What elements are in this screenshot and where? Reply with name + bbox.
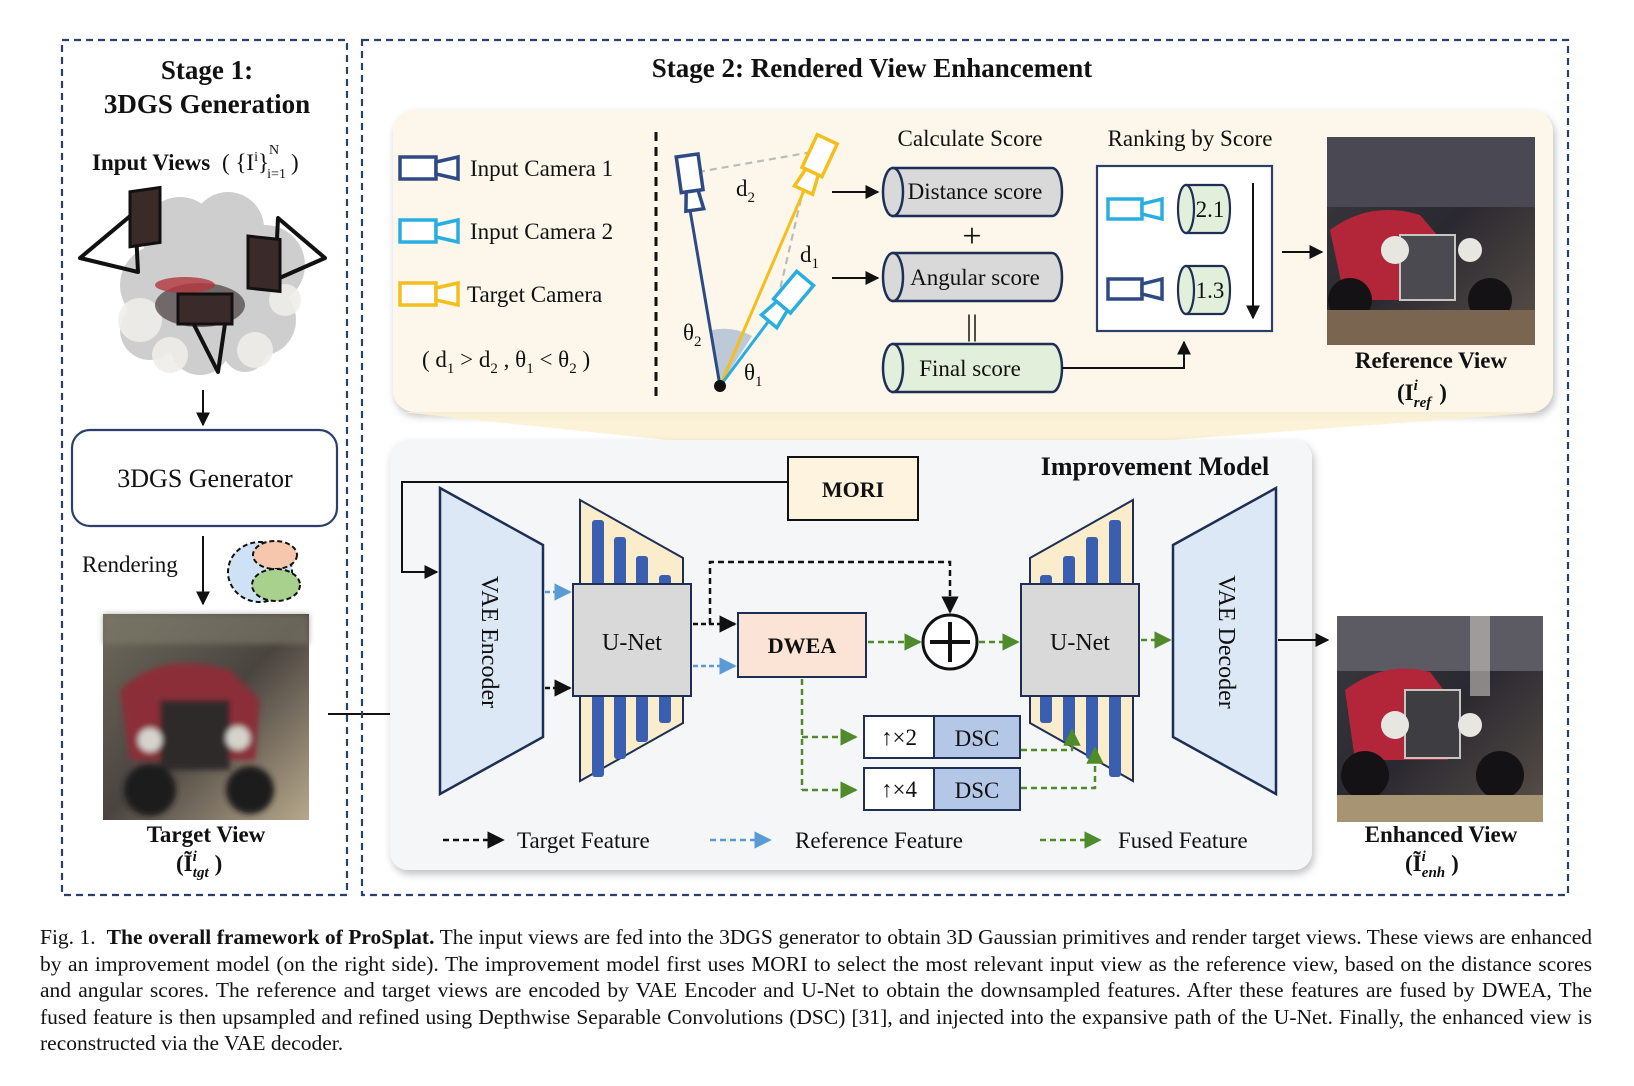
input-camera-2-icon xyxy=(398,217,460,245)
dsc2-scale-label: ↑×4 xyxy=(881,777,917,802)
dsc2-to-unet-arrow xyxy=(1021,746,1104,790)
mori-zoom-connector xyxy=(400,412,1545,455)
distance-score-label: Distance score xyxy=(908,179,1043,204)
unet-right-label: U-Net xyxy=(1050,630,1110,656)
3dgs-generator-box xyxy=(70,428,339,528)
legend-reference-feature: Reference Feature xyxy=(795,828,963,853)
stage2-title: Stage 2: Rendered View Enhancement xyxy=(652,53,1092,83)
figure-caption: Fig. 1. The overall framework of ProSpla… xyxy=(40,924,1592,1057)
rank-camera-2-icon xyxy=(1106,196,1164,222)
d2-label: d2 xyxy=(736,176,755,206)
equals-sign: || xyxy=(966,309,978,342)
dsc1-scale-label: ↑×2 xyxy=(881,725,917,750)
vae-decoder-label: VAE Decoder xyxy=(1213,575,1239,709)
input-camera-2-label: Input Camera 2 xyxy=(470,219,613,244)
legend-target-feature: Target Feature xyxy=(517,828,650,853)
stage1-frame xyxy=(60,38,349,897)
dsc1-label: DSC xyxy=(955,726,1000,751)
mori-box xyxy=(787,456,919,521)
input-camera-1-label: Input Camera 1 xyxy=(470,156,613,181)
dsc2-scale-box xyxy=(863,767,935,811)
plus-sign: + xyxy=(962,218,981,255)
rank-value-1-cylinder xyxy=(1176,183,1232,235)
stage1-title-line1: Stage 1: xyxy=(161,55,253,85)
target-view-label: Target View xyxy=(147,822,266,847)
target-camera-label: Target Camera xyxy=(467,282,602,307)
target-camera-icon xyxy=(398,280,460,308)
mori-label: MORI xyxy=(822,477,884,502)
rank-value-2: 1.3 xyxy=(1196,278,1225,303)
dwea-label: DWEA xyxy=(768,633,837,658)
theta1-label: θ1 xyxy=(744,360,763,390)
geo-target-camera xyxy=(791,132,840,197)
caption-text: The input views are fed into the 3DGS ge… xyxy=(40,925,1593,1055)
theta2-label: θ2 xyxy=(683,320,702,350)
skip-target-arrow xyxy=(708,560,959,624)
dwea-box xyxy=(737,612,867,678)
vae-encoder-block xyxy=(438,485,545,797)
caption-bold: The overall framework of ProSplat. xyxy=(106,925,435,949)
dsc1-scale-box xyxy=(863,715,935,759)
input-camera-1-icon xyxy=(398,154,460,182)
ranking-title: Ranking by Score xyxy=(1108,126,1273,151)
vae-encoder-label: VAE Encoder xyxy=(476,576,502,708)
reference-view-image xyxy=(1327,137,1535,345)
geo-input-camera-1 xyxy=(674,151,706,214)
distance-angle-condition: ( d1 > d2 , θ1 < θ2 ) xyxy=(422,347,590,377)
stage1-title-line2: 3DGS Generation xyxy=(104,89,310,119)
angular-score-label: Angular score xyxy=(910,265,1040,290)
angular-score-cylinder xyxy=(881,251,1064,303)
dsc2-label: DSC xyxy=(955,778,1000,803)
unet-left-label: U-Net xyxy=(602,630,662,656)
unet-left-box xyxy=(572,583,692,697)
improvement-model-title: Improvement Model xyxy=(1041,452,1269,481)
stage2-frame xyxy=(360,38,1570,897)
caption-prefix: Fig. 1. xyxy=(40,925,96,949)
calculate-score-title: Calculate Score xyxy=(898,126,1043,151)
reference-view-label: Reference View xyxy=(1355,348,1508,373)
rank-value-2-cylinder xyxy=(1176,264,1232,316)
target-view-image xyxy=(103,614,309,820)
rank-camera-1-icon xyxy=(1106,276,1164,302)
camera-geometry xyxy=(674,132,840,392)
rank-value-1: 2.1 xyxy=(1196,197,1225,222)
vae-decoder-block xyxy=(1171,485,1278,797)
3dgs-generator-label: 3DGS Generator xyxy=(117,464,293,493)
distance-score-cylinder xyxy=(881,166,1064,218)
feature-legend: Target Feature Reference Feature Fused F… xyxy=(443,828,1248,853)
dsc1-to-unet-arrow xyxy=(1021,728,1081,752)
legend-fused-feature: Fused Feature xyxy=(1118,828,1248,853)
geo-input-camera-2 xyxy=(758,268,817,331)
dsc2-box xyxy=(933,767,1021,811)
d1-label: d1 xyxy=(800,242,819,272)
gaussian-primitives-icon xyxy=(227,540,301,603)
camera-legend: Input Camera 1 Input Camera 2 Target Cam… xyxy=(398,154,613,377)
mori-to-encoder-arrow xyxy=(401,481,788,579)
final-score-cylinder xyxy=(881,342,1064,394)
dsc1-box xyxy=(933,715,1021,759)
unet-right-box xyxy=(1020,583,1140,697)
gaussian-point-cloud xyxy=(78,185,327,375)
enhanced-view-image xyxy=(1337,616,1543,822)
final-to-ranking-arrow xyxy=(1062,340,1191,369)
final-score-label: Final score xyxy=(919,356,1021,381)
enhanced-view-label: Enhanced View xyxy=(1365,822,1518,847)
rendering-label: Rendering xyxy=(82,552,178,577)
